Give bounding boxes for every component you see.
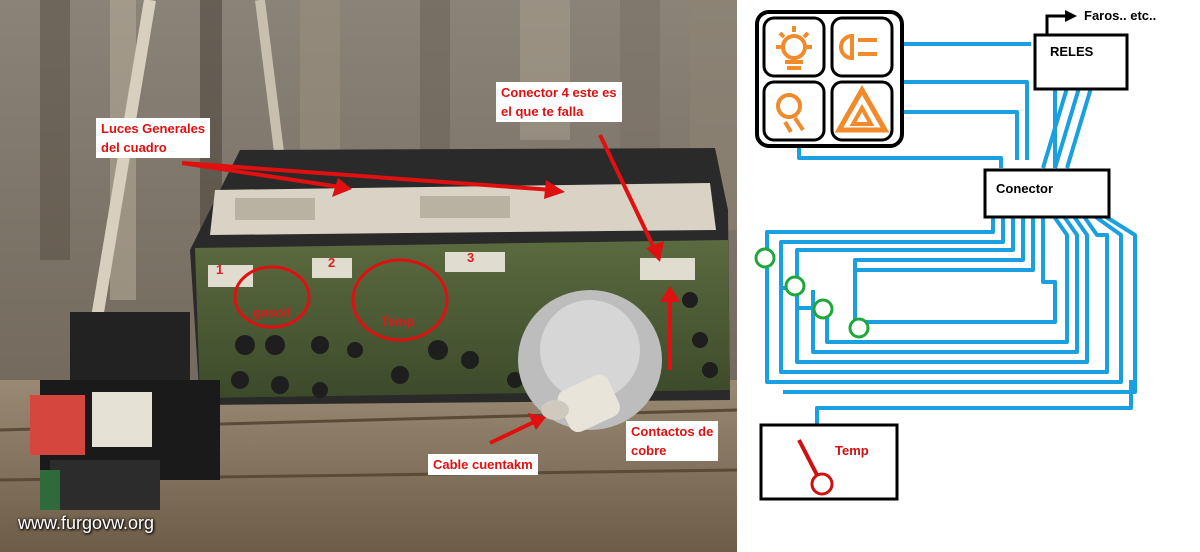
temp-circle <box>351 258 449 342</box>
gasoil-circle <box>233 265 311 329</box>
cluster-photo-image <box>0 0 737 552</box>
connector-number-3: 3 <box>467 250 475 265</box>
watermark: www.furgovw.org <box>18 513 155 533</box>
wiring-diagram: RELES Faros.. etc.. Conector Temp <box>737 0 1200 552</box>
temp-gauge-icon <box>810 472 834 496</box>
gasoil-label: gasoil <box>253 305 291 320</box>
connector-number-2: 2 <box>328 255 336 270</box>
temp-circle-label: Temp <box>381 314 415 329</box>
reading-light-icon <box>762 80 826 142</box>
reles-box <box>1033 33 1129 91</box>
connector-ring-2 <box>784 275 806 297</box>
connector-ring-1 <box>754 247 776 269</box>
wiring-diagram-svg <box>754 10 1137 501</box>
faros-label: Faros.. etc.. <box>1084 8 1157 23</box>
connector-number-1: 1 <box>216 262 224 277</box>
contactos-cobre-label: Contactos de cobre <box>626 421 719 461</box>
conector-box <box>983 168 1111 219</box>
luces-generales-label: Luces Generales del cuadro <box>96 118 211 158</box>
conector-4-label: Conector 4 este es el que te falla <box>496 82 622 122</box>
connector-ring-4 <box>848 317 870 339</box>
reles-label: RELES <box>1050 44 1094 59</box>
headlight-icon <box>830 16 894 78</box>
hazard-triangle-icon <box>830 80 894 142</box>
temp-label: Temp <box>835 443 869 458</box>
connector-ring-3 <box>812 298 834 320</box>
conector-label: Conector <box>996 181 1054 196</box>
cable-cuentakm-label: Cable cuentakm <box>428 454 538 475</box>
interior-light-icon <box>762 16 826 78</box>
instrument-cluster-photo: Luces Generales del cuadro Conector 4 es… <box>0 0 737 552</box>
